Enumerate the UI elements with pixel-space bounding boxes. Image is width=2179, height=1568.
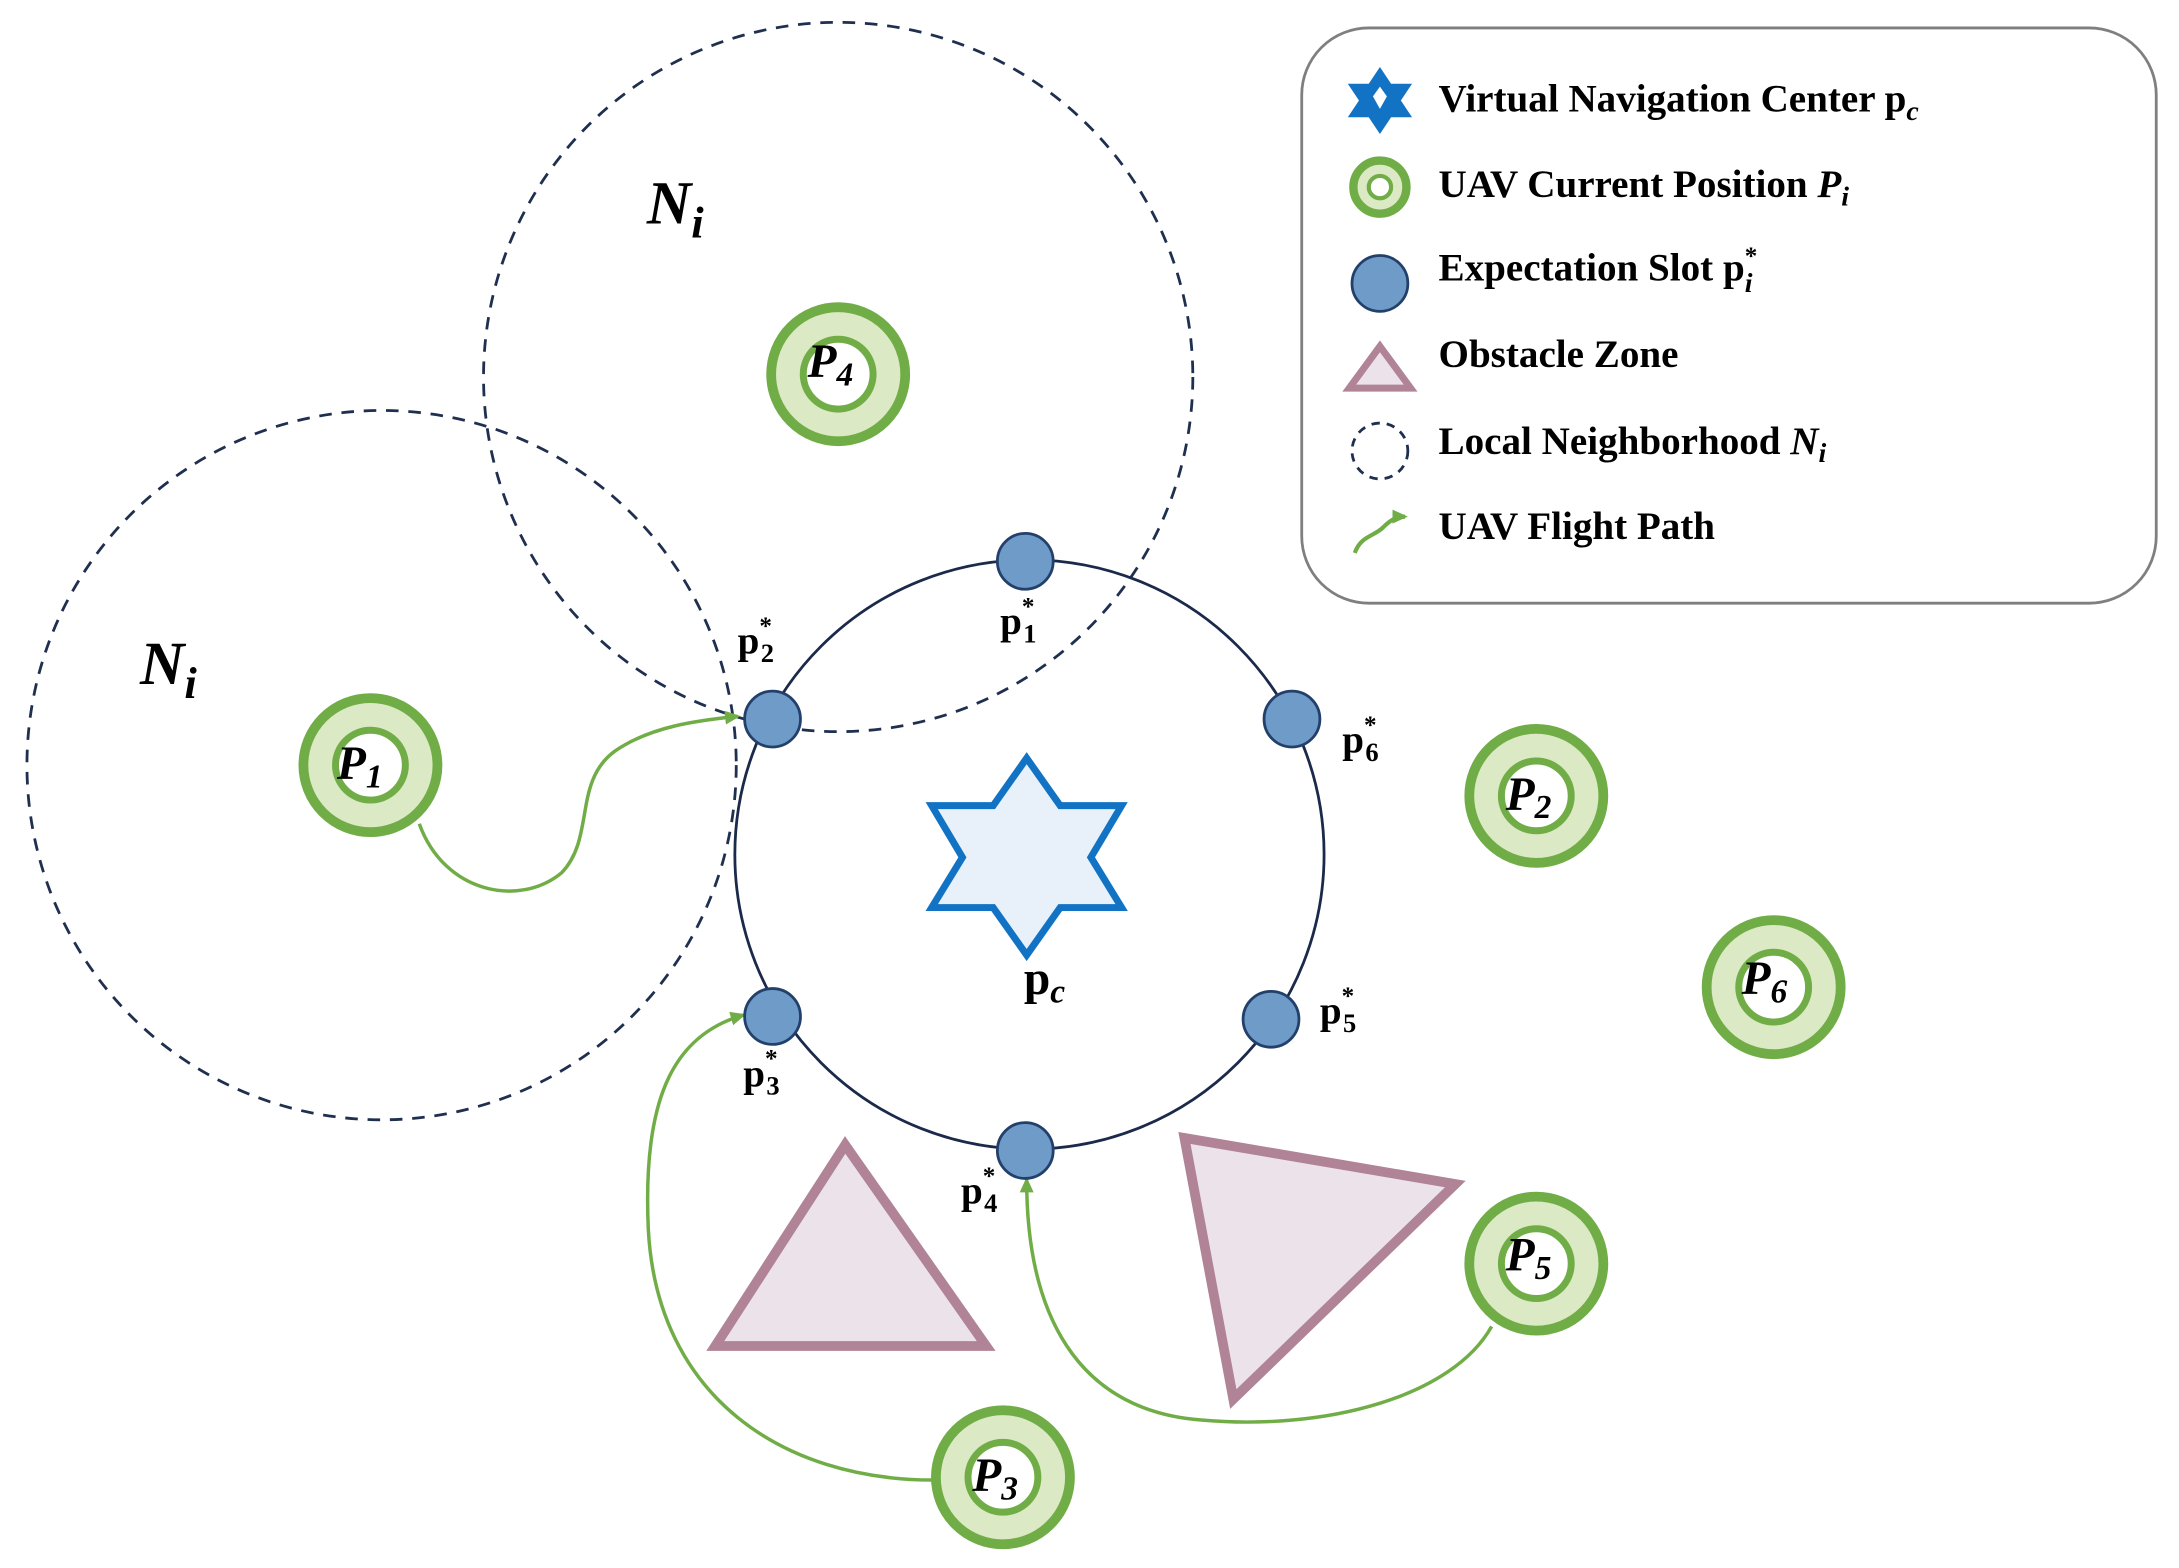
obstacle-zone-right: [1178, 1131, 1466, 1409]
legend-label-flight-path: UAV Flight Path: [1439, 505, 1716, 548]
flight-path-arrow-icon: [1352, 509, 1408, 554]
svg-text:P1: P1: [336, 738, 383, 795]
slot-6: [1262, 689, 1322, 749]
slot-icon: [1350, 254, 1410, 313]
legend-box: [1300, 26, 2158, 605]
uav-p4: P4: [766, 302, 911, 447]
neighborhood-label-4: Ni: [646, 169, 704, 247]
svg-text:P4: P4: [806, 336, 853, 393]
svg-text:P2: P2: [1505, 769, 1552, 826]
slot-label-3: p*3: [743, 1046, 779, 1101]
flight-path-p5: [1019, 1177, 1494, 1424]
slot-label-2: p*2: [738, 613, 774, 668]
slot-2: [743, 689, 802, 749]
flight-path-p3: [645, 1011, 934, 1482]
slot-label-4: p*4: [961, 1163, 997, 1218]
legend-label-center: Virtual Navigation Center pc: [1439, 78, 1919, 127]
triangle-icon: [1342, 340, 1418, 392]
slot-4: [995, 1121, 1055, 1180]
legend-label-neighborhood: Local Neighborhood Ni: [1439, 420, 1827, 469]
svg-text:P6: P6: [1741, 953, 1788, 1010]
neighborhood-label-1: Ni: [139, 630, 197, 708]
slot-1: [995, 531, 1055, 591]
neighborhood-circle-1: [25, 409, 738, 1122]
expectation-slots: [743, 531, 1322, 1180]
slot-label-5: p*5: [1320, 983, 1356, 1038]
svg-text:P5: P5: [1505, 1230, 1552, 1287]
slot-label-1: p*1: [1000, 593, 1036, 648]
virtual-navigation-center-star: [925, 752, 1128, 962]
legend-label-obstacle: Obstacle Zone: [1439, 333, 1679, 376]
center-label: pc: [1024, 953, 1065, 1010]
obstacle-zone-left: [706, 1136, 996, 1351]
neighborhood-circle-4: [482, 20, 1195, 734]
uav-p5: P5: [1464, 1191, 1609, 1336]
dashed-circle-icon: [1350, 421, 1410, 481]
legend-label-uav: UAV Current Position Pi: [1439, 163, 1850, 212]
slot-label-6: p*6: [1342, 712, 1378, 767]
flight-path-p1: [417, 710, 741, 893]
slot-5: [1241, 989, 1301, 1049]
legend-label-slot: Expectation Slot p*i: [1439, 243, 1758, 299]
slot-3: [743, 987, 802, 1046]
uav-p3: P3: [931, 1405, 1075, 1550]
uav-p2: P2: [1464, 723, 1609, 868]
legend: Virtual Navigation Center pc UAV Current…: [1300, 26, 2158, 605]
uav-p6: P6: [1701, 915, 1846, 1060]
uav-p1: P1: [298, 693, 443, 838]
svg-text:P3: P3: [971, 1450, 1018, 1507]
